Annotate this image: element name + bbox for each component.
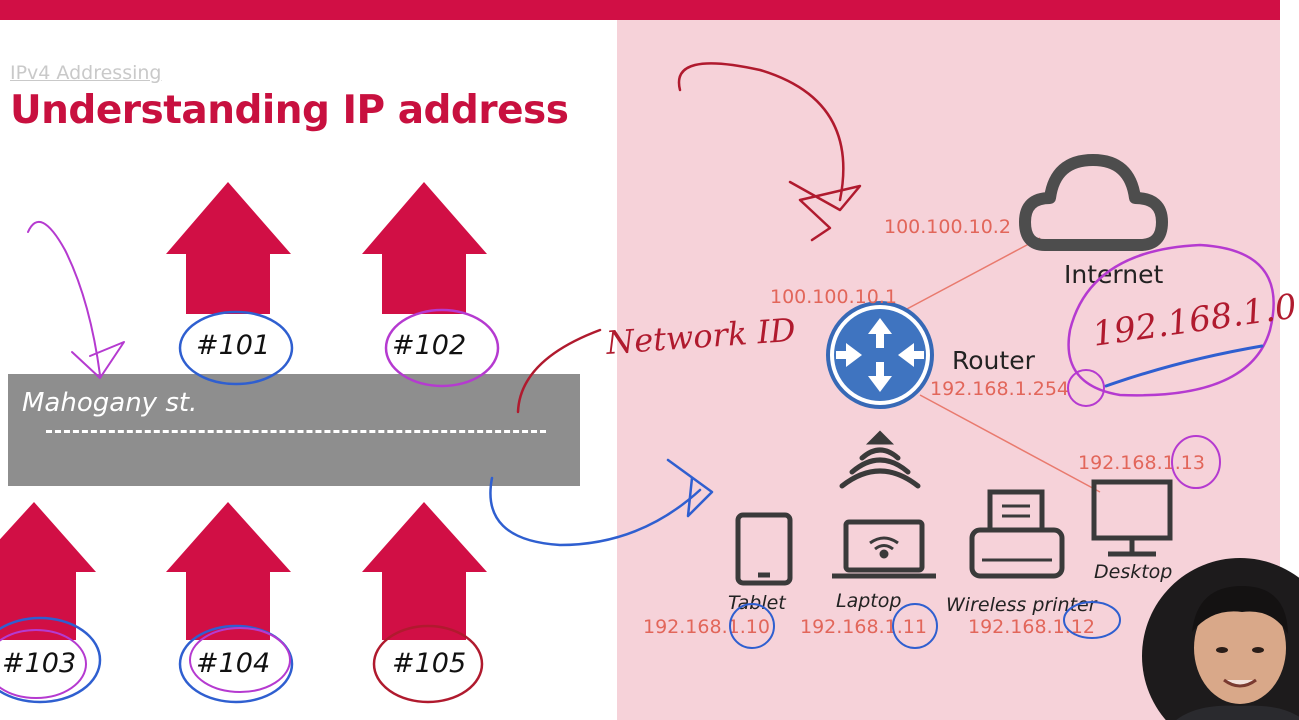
device-label-desktop: Desktop [1094, 561, 1173, 583]
house-103-icon [0, 502, 96, 640]
link-router-internet [904, 237, 1041, 311]
house-104-icon [166, 502, 291, 640]
device-ip-laptop: 192.168.1.11 [800, 616, 927, 638]
device-label-laptop: Laptop [836, 590, 902, 612]
desktop-icon [1091, 479, 1173, 557]
lane-divider [46, 430, 546, 433]
router-label: Router [952, 346, 1035, 375]
internet-ip: 100.100.10.2 [884, 216, 1011, 238]
device-ip-tablet: 192.168.1.10 [643, 616, 770, 638]
printer-icon [969, 489, 1065, 579]
router-icon [826, 301, 934, 409]
street: Mahogany st. [8, 374, 580, 486]
device-ip-printer: 192.168.1.12 [968, 616, 1095, 638]
cloud-icon [1019, 154, 1168, 251]
device-ip-desktop: 192.168.1.13 [1078, 452, 1205, 474]
presenter-webcam [1142, 556, 1299, 720]
slide-title: Understanding IP address [10, 88, 569, 133]
device-label-tablet: Tablet [728, 592, 786, 614]
internet-label: Internet [1064, 260, 1164, 289]
presenter-avatar [1142, 558, 1299, 720]
street-name: Mahogany st. [22, 388, 198, 418]
tablet-icon [735, 512, 793, 586]
house-105-icon [362, 502, 487, 640]
top-accent-bar [0, 0, 1280, 20]
router-wan-ip: 100.100.10.1 [770, 286, 897, 308]
device-label-printer: Wireless printer [946, 594, 1097, 616]
wifi-icon [839, 430, 921, 489]
laptop-icon [832, 519, 936, 579]
router-lan-ip: 192.168.1.254 [930, 378, 1070, 400]
house-102-icon [362, 182, 487, 314]
link-router-desktop [919, 394, 1101, 493]
house-101-icon [166, 182, 291, 314]
slide-subtitle: IPv4 Addressing [10, 62, 162, 84]
